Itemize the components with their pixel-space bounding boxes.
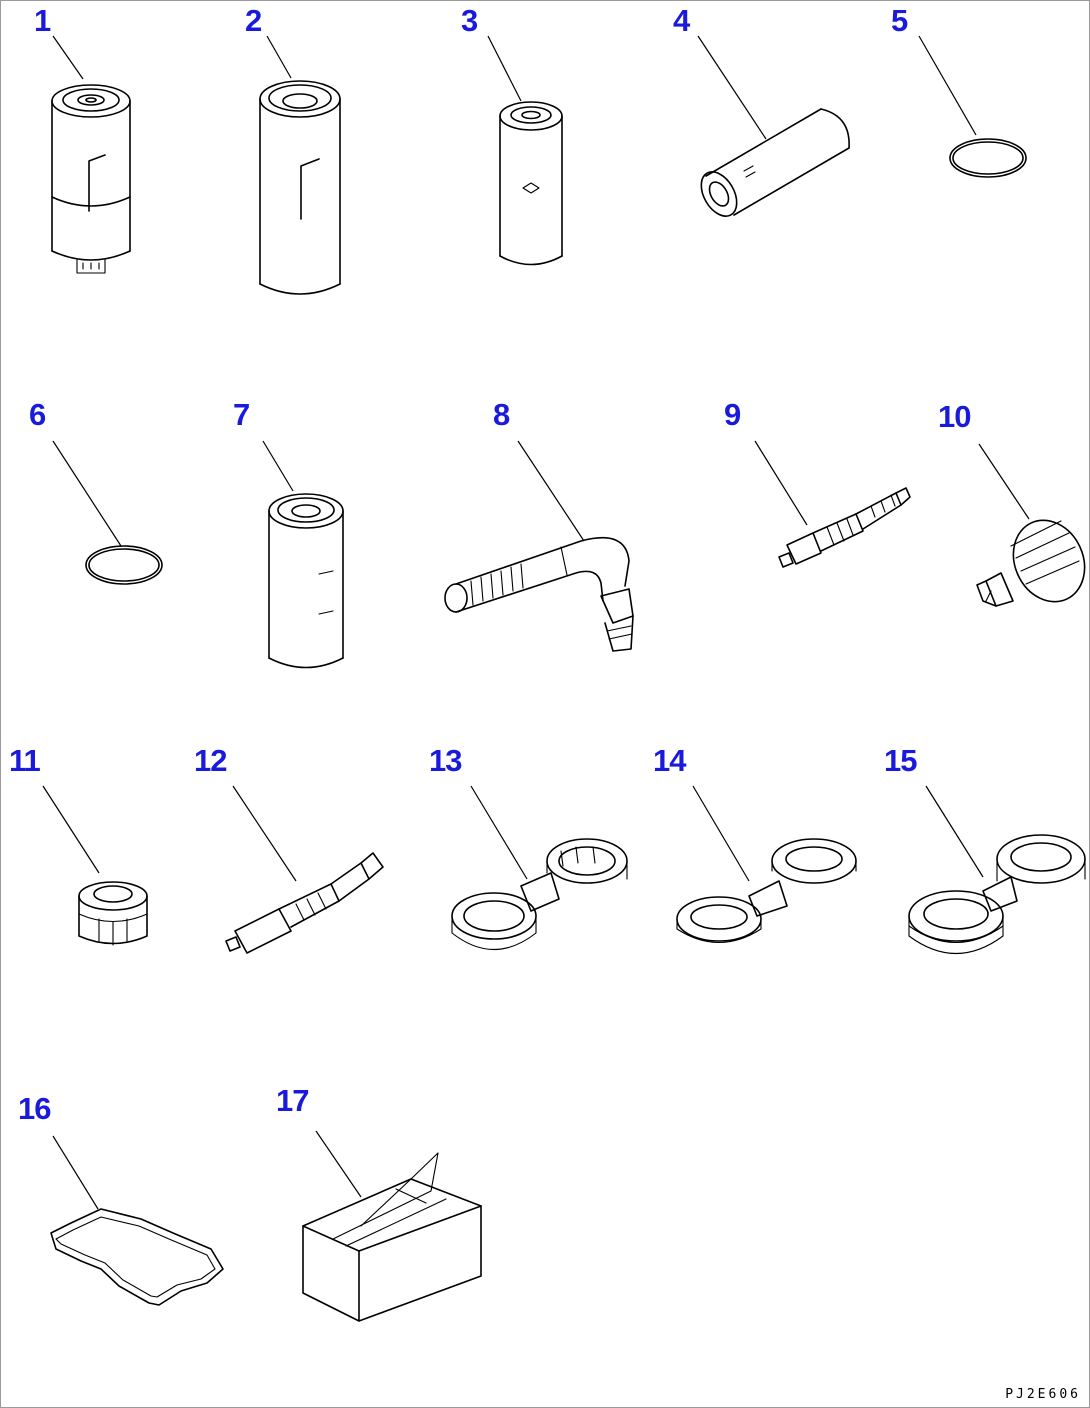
elbow-hose-icon (444, 537, 634, 652)
cap-icon (78, 881, 148, 946)
filter-wrench-icon (451, 838, 628, 951)
item-number: 11 (9, 743, 41, 778)
item-number: 2 (245, 3, 262, 38)
fuel-filter-cartridge-icon (51, 84, 131, 274)
filter-cartridge-icon (268, 493, 344, 669)
item-number: 17 (276, 1083, 309, 1118)
tube-element-icon (700, 108, 850, 217)
drawing-code: PJ2E606 (1005, 1387, 1081, 1402)
item-number: 12 (194, 743, 227, 778)
o-ring-icon (949, 138, 1027, 178)
o-ring-icon (85, 545, 163, 585)
gasket-icon (50, 1208, 224, 1306)
sensor-icon (778, 487, 911, 568)
item-number: 4 (673, 3, 690, 38)
item-number: 15 (884, 743, 917, 778)
sensor-icon (225, 852, 384, 954)
item-number: 5 (891, 3, 908, 38)
item-number: 10 (938, 399, 971, 434)
oil-filter-cartridge-icon (259, 80, 341, 295)
item-number: 6 (29, 397, 46, 432)
item-number: 3 (461, 3, 478, 38)
item-number: 7 (233, 397, 250, 432)
filter-wrench-icon (908, 834, 1086, 954)
item-number: 13 (429, 743, 462, 778)
breather-icon (976, 519, 1086, 607)
item-number: 8 (493, 397, 510, 432)
filter-element-icon (499, 101, 563, 266)
leader-lines (42, 35, 1030, 1210)
item-number: 14 (653, 743, 686, 778)
box-icon (302, 1152, 482, 1322)
item-number: 1 (34, 3, 51, 38)
filter-wrench-icon (676, 838, 857, 944)
item-number: 9 (724, 397, 741, 432)
item-number: 16 (18, 1091, 51, 1126)
